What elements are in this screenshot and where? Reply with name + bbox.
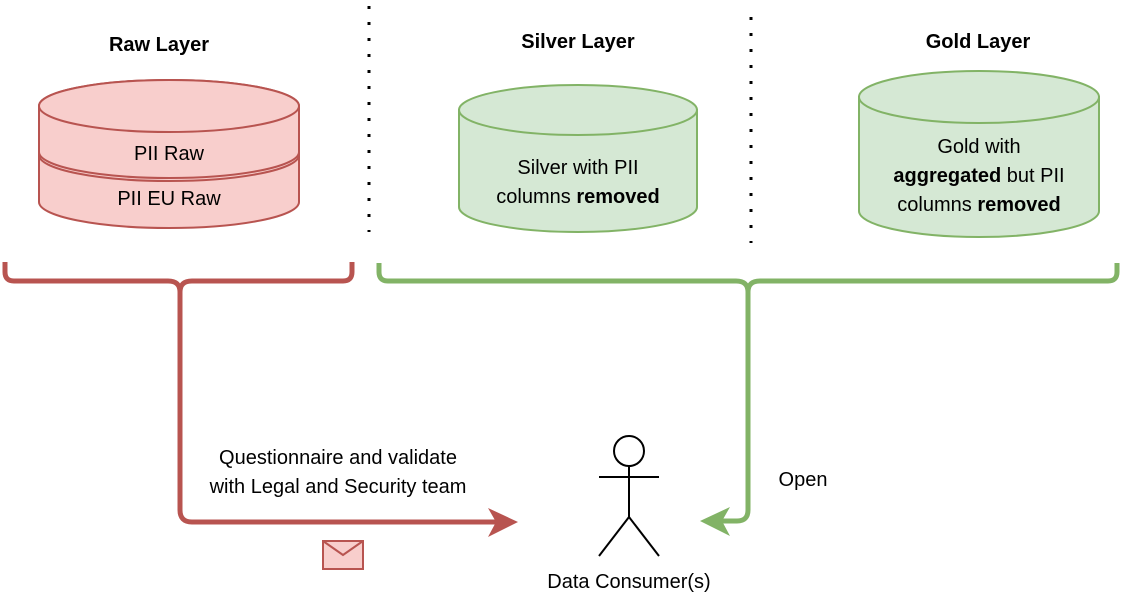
gold-description-line2: aggregated but PII <box>859 162 1099 191</box>
restricted-label-line2: with Legal and Security team <box>209 476 467 498</box>
gold-text-but-pii: but PII <box>1001 165 1065 187</box>
restricted-arrowhead <box>488 508 518 537</box>
silver-description-line1: Silver with PII <box>517 157 639 179</box>
silver-layer-title: Silver Layer <box>521 31 635 53</box>
data-consumer-label: Data Consumer(s) <box>547 571 711 593</box>
gold-description: Gold with aggregated but PII columns rem… <box>859 133 1099 220</box>
gold-layer-cylinder[interactable] <box>858 70 1100 238</box>
gold-layer-title: Gold Layer <box>925 31 1031 53</box>
open-arrowhead <box>700 507 730 536</box>
stick-figure-icon[interactable] <box>598 435 660 557</box>
restricted-path-label: Questionnaire and validate with Legal an… <box>178 444 498 502</box>
pii-eu-raw-table[interactable]: PII EU Raw <box>117 188 221 210</box>
raw-layer-title: Raw Layer <box>108 34 210 56</box>
restricted-access-arrow <box>177 290 500 525</box>
gold-text-aggregated: aggregated <box>893 165 1002 187</box>
silver-description: Silver with PII columns removed <box>458 154 698 212</box>
silver-gold-brace <box>376 263 1120 293</box>
silver-layer-cylinder[interactable] <box>458 84 698 233</box>
raw-layer-cylinder[interactable] <box>38 79 300 229</box>
pii-raw-table[interactable]: PII Raw <box>133 143 205 165</box>
raw-layer-brace <box>2 262 355 293</box>
envelope-icon[interactable] <box>322 540 364 570</box>
gold-text-columns: columns <box>897 194 978 216</box>
silver-text-columns: columns <box>496 186 577 208</box>
gold-description-line1: Gold with <box>937 136 1021 158</box>
silver-text-removed: removed <box>576 186 660 208</box>
gold-description-line3: columns removed <box>859 191 1099 220</box>
restricted-label-line1: Questionnaire and validate <box>219 447 457 469</box>
open-path-label: Open <box>778 469 828 491</box>
gold-text-removed: removed <box>977 194 1061 216</box>
silver-description-line2: columns removed <box>458 183 698 212</box>
open-access-arrow <box>716 290 751 524</box>
